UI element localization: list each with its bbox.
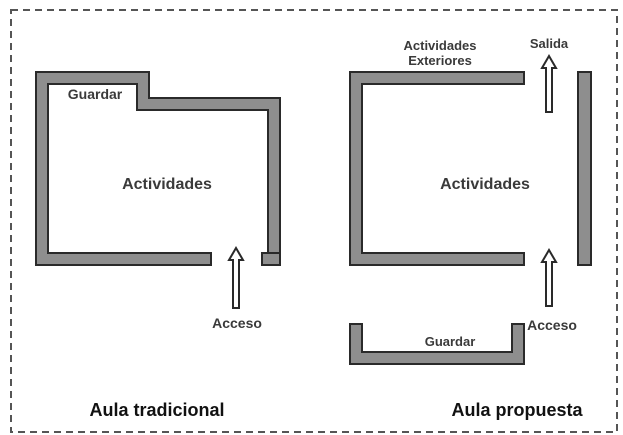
proposed-storage-unit bbox=[349, 323, 525, 365]
proposed-entrance-arrow-icon bbox=[540, 248, 558, 307]
proposed-activities-label: Actividades bbox=[440, 176, 530, 193]
proposed-caption: Aula propuesta bbox=[451, 400, 583, 420]
proposed-storage-label: Guardar bbox=[425, 334, 476, 349]
proposed-entrance-label: Acceso bbox=[527, 317, 577, 333]
traditional-classroom: Guardar Actividades Acceso Aula tradicio… bbox=[35, 71, 281, 420]
proposed-room-wall bbox=[349, 71, 525, 266]
traditional-wall-stub bbox=[261, 252, 281, 266]
outdoor-activities-label-line1: Actividades bbox=[404, 38, 477, 53]
traditional-storage-label: Guardar bbox=[68, 86, 123, 102]
proposed-right-wall bbox=[577, 71, 592, 266]
traditional-entrance-label: Acceso bbox=[212, 315, 262, 331]
traditional-room-wall bbox=[35, 71, 281, 266]
traditional-caption: Aula tradicional bbox=[89, 400, 224, 420]
traditional-activities-label: Actividades bbox=[122, 176, 212, 193]
dashed-frame bbox=[10, 9, 618, 433]
proposed-classroom: Actividades Exteriores Salida Actividade… bbox=[349, 36, 592, 420]
traditional-entrance-arrow-icon bbox=[227, 246, 245, 309]
exit-label: Salida bbox=[530, 36, 569, 51]
outdoor-activities-label-line2: Exteriores bbox=[408, 53, 472, 68]
exit-arrow-icon bbox=[540, 54, 558, 113]
